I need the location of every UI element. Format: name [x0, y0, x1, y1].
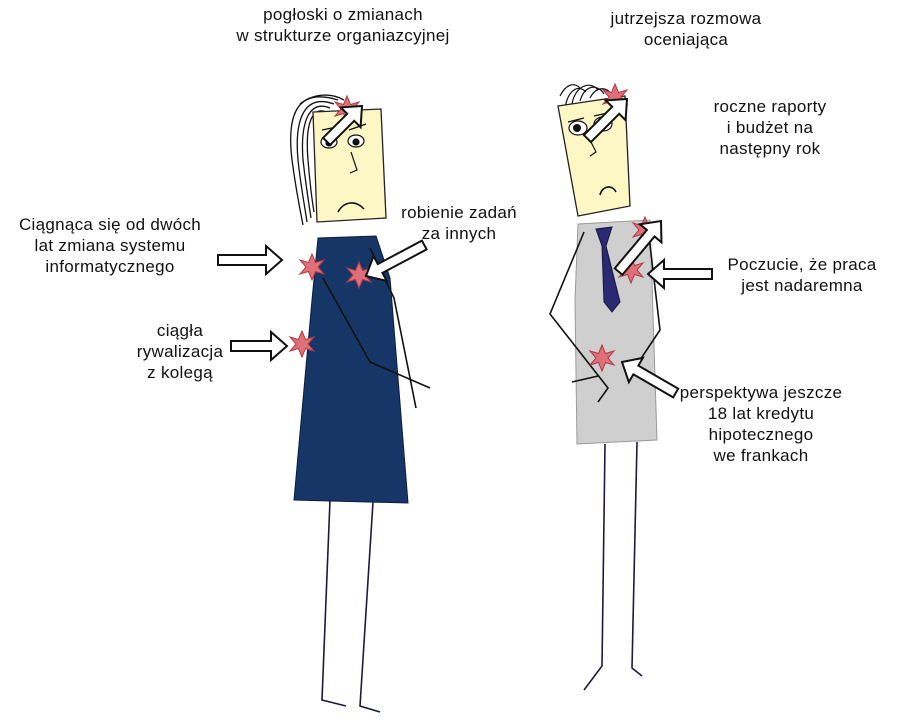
arrow-review: [582, 97, 629, 144]
woman-dress: [293, 235, 409, 504]
man-vest: [574, 219, 658, 445]
arrow-futility: [646, 257, 713, 291]
man-mouth: [599, 186, 617, 196]
man-tie: [595, 226, 621, 313]
label-others-tasks: robienie zadań za innych: [401, 203, 517, 243]
man-legs: [583, 441, 643, 691]
arrow-it-system: [217, 243, 284, 277]
label-mortgage: perspektywa jeszcze 18 lat kredytu hipot…: [679, 383, 843, 465]
label-reports: roczne raporty i budżet na następny rok: [713, 97, 827, 158]
label-rumors: pogłoski o zmianach w strukturze organia…: [236, 5, 450, 45]
woman-figure: [290, 94, 431, 713]
arrow-others-tasks: [364, 239, 428, 283]
arrow-mortgage: [620, 356, 680, 399]
woman-mouth: [337, 202, 365, 213]
man-figure: [549, 84, 661, 691]
pointer-arrows: [217, 97, 713, 399]
woman-legs: [321, 499, 381, 713]
label-review: jutrzejsza rozmowa oceniająca: [610, 9, 762, 49]
arrow-reports: [613, 219, 663, 277]
arrow-rumors: [321, 104, 364, 147]
label-futility: Poczucie, że praca jest nadaremna: [727, 255, 877, 295]
label-it-system: Ciągnąca się od dwóch lat zmiana systemu…: [18, 215, 202, 276]
label-rivalry: ciągła rywalizacja z kolegą: [136, 321, 224, 382]
man-arms: [549, 227, 661, 403]
arrow-rivalry: [230, 329, 289, 363]
